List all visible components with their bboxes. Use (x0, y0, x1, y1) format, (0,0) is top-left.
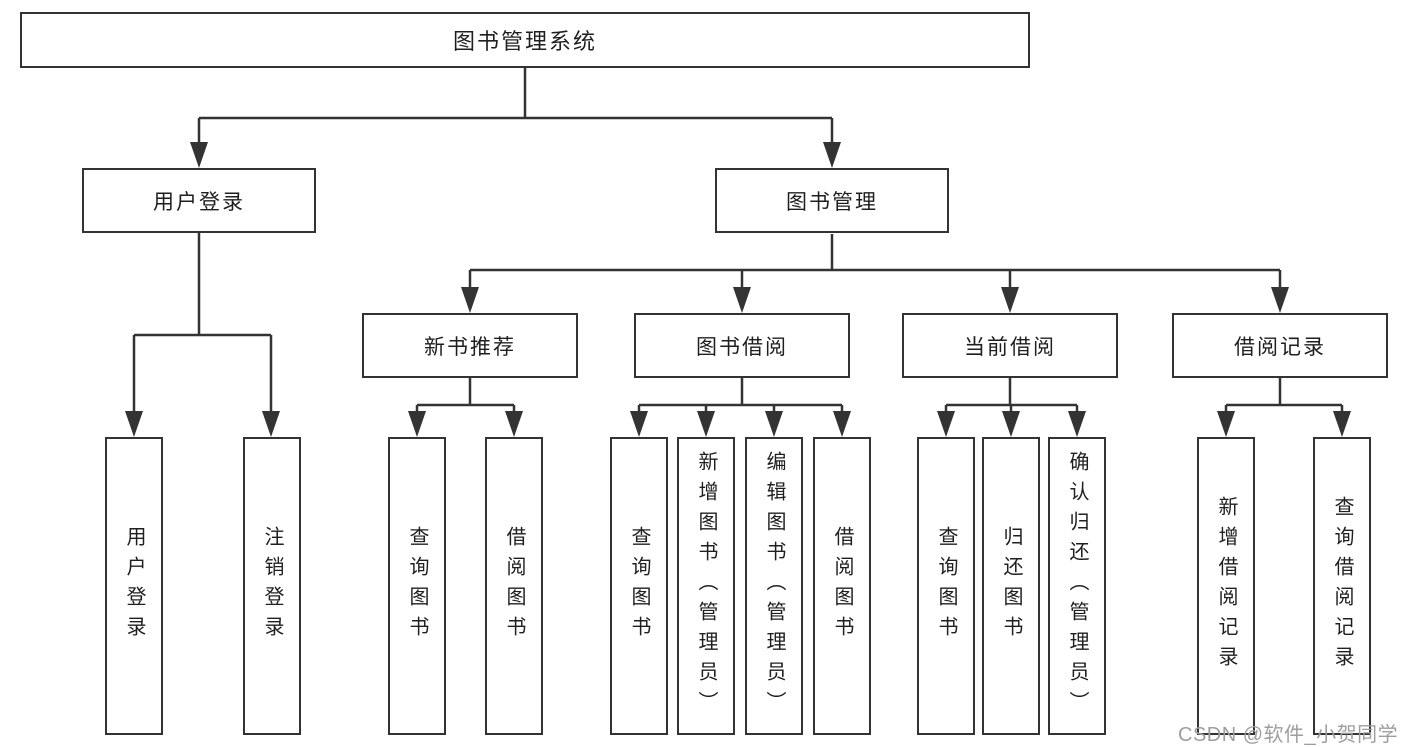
leaf-query-borrow-record-label: 查询借阅记录 (1331, 496, 1353, 676)
node-borrowing-records-label: 借阅记录 (1234, 335, 1326, 359)
node-new-book-recommend-label: 新书推荐 (424, 335, 516, 359)
node-book-management-label: 图书管理 (786, 190, 878, 214)
leaf-borrow-books-borrowing-label: 借阅图书 (831, 526, 853, 646)
leaf-user-login: 用户登录 (105, 437, 163, 735)
node-book-borrowing-label: 图书借阅 (696, 335, 788, 359)
leaf-add-borrow-record: 新增借阅记录 (1197, 437, 1255, 735)
leaf-edit-book-admin: 编辑图书（管理员） (745, 437, 803, 735)
leaf-user-login-label: 用户登录 (123, 526, 145, 646)
node-current-borrowing-label: 当前借阅 (964, 335, 1056, 359)
leaf-query-books-recommend-label: 查询图书 (406, 526, 428, 646)
leaf-query-books-current-label: 查询图书 (935, 526, 957, 646)
node-user-login: 用户登录 (82, 168, 316, 233)
node-book-management: 图书管理 (715, 168, 949, 233)
leaf-add-borrow-record-label: 新增借阅记录 (1215, 496, 1237, 676)
leaf-query-books-borrowing-label: 查询图书 (628, 526, 650, 646)
node-book-borrowing: 图书借阅 (634, 313, 850, 378)
node-user-login-label: 用户登录 (153, 190, 245, 214)
node-new-book-recommend: 新书推荐 (362, 313, 578, 378)
leaf-borrow-books-borrowing: 借阅图书 (813, 437, 871, 735)
leaf-return-books-label: 归还图书 (1000, 526, 1022, 646)
leaf-query-borrow-record: 查询借阅记录 (1313, 437, 1371, 735)
leaf-confirm-return-admin: 确认归还（管理员） (1048, 437, 1106, 735)
leaf-logout: 注销登录 (243, 437, 301, 735)
leaf-query-books-current: 查询图书 (917, 437, 975, 735)
node-borrowing-records: 借阅记录 (1172, 313, 1388, 378)
leaf-confirm-return-admin-label: 确认归还（管理员） (1066, 451, 1088, 721)
leaf-add-book-admin: 新增图书（管理员） (677, 437, 735, 735)
node-library-system: 图书管理系统 (20, 12, 1030, 68)
leaf-return-books: 归还图书 (982, 437, 1040, 735)
node-current-borrowing: 当前借阅 (902, 313, 1118, 378)
leaf-borrow-books-recommend: 借阅图书 (485, 437, 543, 735)
leaf-logout-label: 注销登录 (261, 526, 283, 646)
leaf-edit-book-admin-label: 编辑图书（管理员） (763, 451, 785, 721)
leaf-borrow-books-recommend-label: 借阅图书 (503, 526, 525, 646)
node-library-system-label: 图书管理系统 (452, 29, 597, 54)
leaf-query-books-recommend: 查询图书 (388, 437, 446, 735)
leaf-query-books-borrowing: 查询图书 (610, 437, 668, 735)
csdn-watermark: CSDN @软件_小贺同学 (1178, 724, 1399, 746)
leaf-add-book-admin-label: 新增图书（管理员） (695, 451, 717, 721)
